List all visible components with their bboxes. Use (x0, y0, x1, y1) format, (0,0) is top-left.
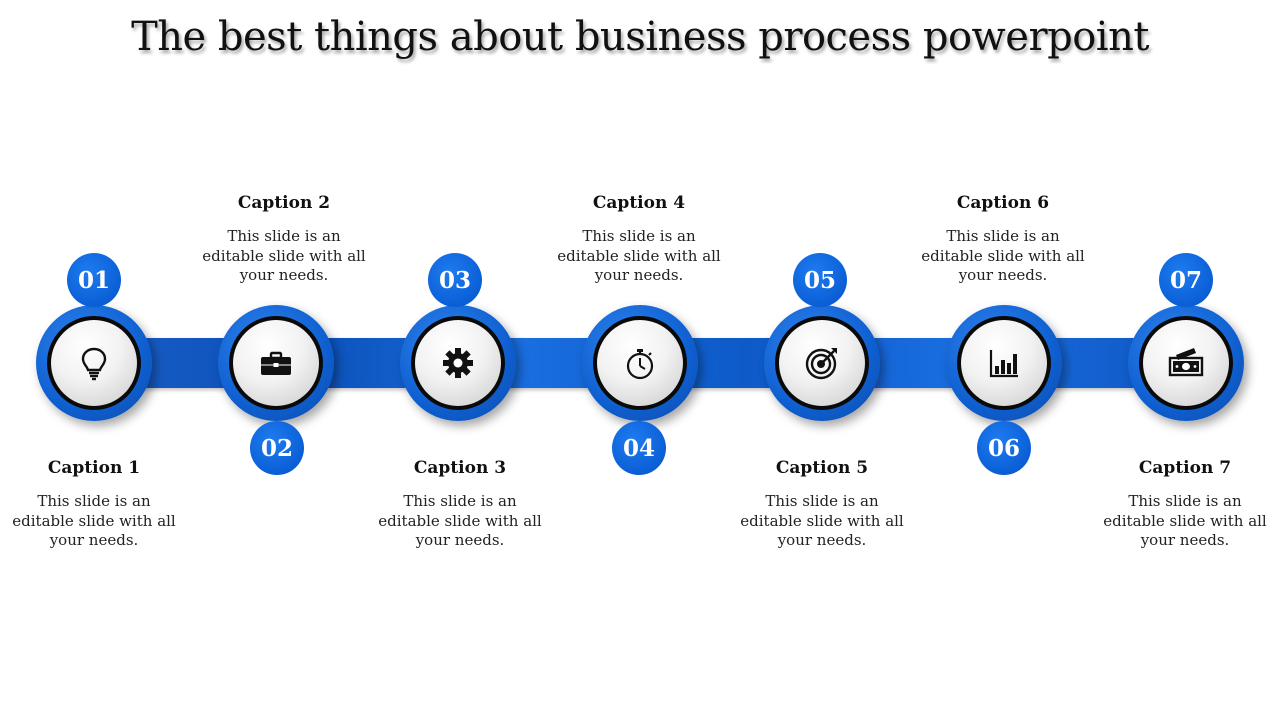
step-number-badge-3: 03 (428, 253, 482, 307)
caption-block-7: Caption 7 This slide is an editable slid… (1100, 458, 1270, 551)
caption-block-2: Caption 2 This slide is an editable slid… (199, 193, 369, 286)
target-icon (805, 348, 837, 380)
step-circle-5 (764, 305, 880, 421)
caption-block-3: Caption 3 This slide is an editable slid… (375, 458, 545, 551)
gear-icon (443, 348, 473, 378)
caption-text-2: This slide is an editable slide with all… (202, 227, 366, 284)
caption-title-1: Caption 1 (47, 458, 141, 478)
step-circle-4 (582, 305, 698, 421)
step-number-badge-7: 07 (1159, 253, 1213, 307)
lightbulb-icon (81, 347, 107, 381)
caption-text-5: This slide is an editable slide with all… (740, 492, 904, 549)
bar-chart-icon (989, 350, 1018, 378)
step-number-badge-4: 04 (612, 421, 666, 475)
caption-title-7: Caption 7 (1138, 458, 1232, 478)
caption-title-5: Caption 5 (775, 458, 869, 478)
caption-block-1: Caption 1 This slide is an editable slid… (9, 458, 179, 551)
money-icon (1168, 348, 1204, 377)
caption-title-4: Caption 4 (592, 193, 686, 213)
step-circle-7 (1128, 305, 1244, 421)
caption-text-6: This slide is an editable slide with all… (921, 227, 1085, 284)
step-number-badge-5: 05 (793, 253, 847, 307)
step-circle-3 (400, 305, 516, 421)
step-number-badge-6: 06 (977, 421, 1031, 475)
caption-block-5: Caption 5 This slide is an editable slid… (737, 458, 907, 551)
caption-title-3: Caption 3 (413, 458, 507, 478)
stopwatch-icon (626, 349, 654, 380)
caption-text-7: This slide is an editable slide with all… (1103, 492, 1267, 549)
caption-text-1: This slide is an editable slide with all… (12, 492, 176, 549)
step-circle-6 (946, 305, 1062, 421)
caption-title-2: Caption 2 (237, 193, 331, 213)
briefcase-icon (261, 351, 291, 375)
step-circle-2 (218, 305, 334, 421)
caption-block-6: Caption 6 This slide is an editable slid… (918, 193, 1088, 286)
caption-title-6: Caption 6 (956, 193, 1050, 213)
slide-title: The best things about business process p… (131, 14, 1149, 60)
step-number-badge-1: 01 (67, 253, 121, 307)
caption-text-4: This slide is an editable slide with all… (557, 227, 721, 284)
step-circle-1 (36, 305, 152, 421)
caption-block-4: Caption 4 This slide is an editable slid… (554, 193, 724, 286)
step-number-badge-2: 02 (250, 421, 304, 475)
caption-text-3: This slide is an editable slide with all… (378, 492, 542, 549)
